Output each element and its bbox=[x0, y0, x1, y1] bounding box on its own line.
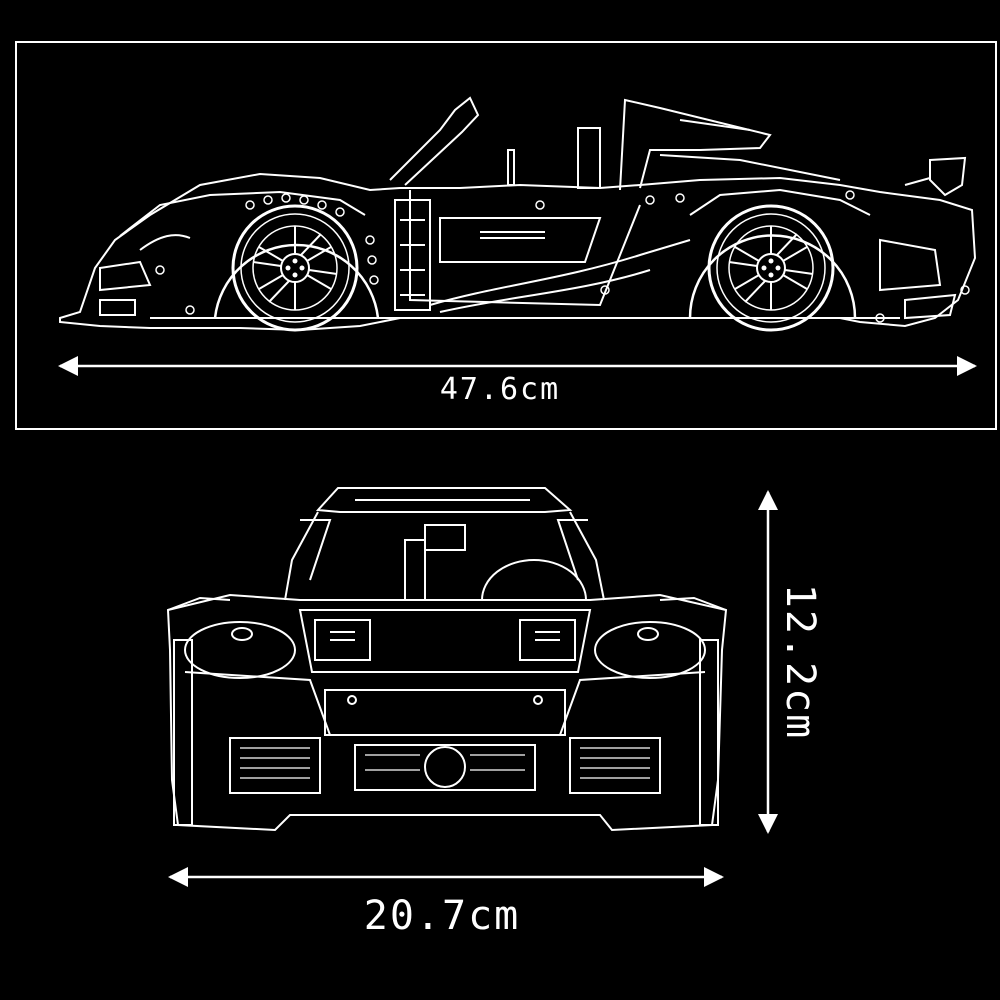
height-dimension-label: 12.2cm bbox=[777, 583, 823, 741]
side-view-front-wheel bbox=[231, 204, 359, 332]
front-view-car bbox=[166, 487, 728, 832]
side-view-car bbox=[59, 96, 977, 332]
side-view-frame bbox=[15, 41, 997, 430]
side-view-pin-holes bbox=[155, 190, 970, 323]
side-view-rear-wheel bbox=[707, 204, 835, 332]
length-dimension-label: 47.6cm bbox=[439, 372, 561, 407]
width-dimension-label: 20.7cm bbox=[363, 893, 521, 939]
